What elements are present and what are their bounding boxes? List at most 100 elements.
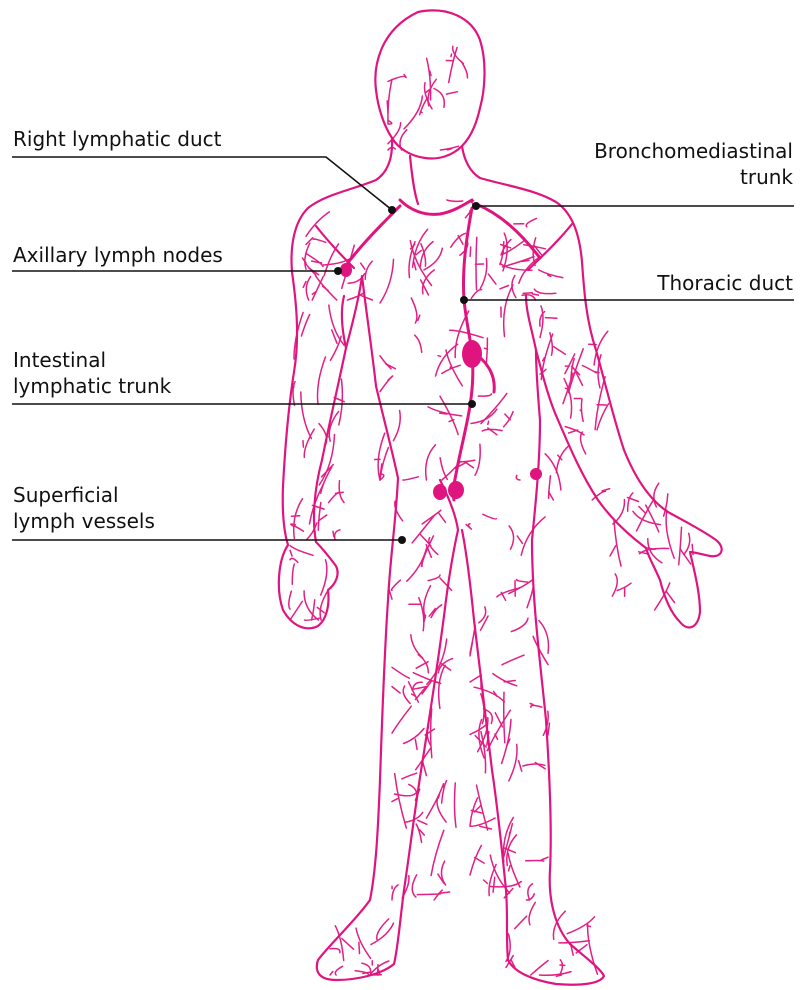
lymph-vessel — [392, 706, 411, 733]
lymph-vessel-branch — [378, 965, 379, 975]
dot-bronchomediastinal — [472, 202, 480, 210]
lymph-vessel — [365, 261, 372, 279]
lymph-vessel — [582, 366, 596, 373]
lymph-vessel — [417, 894, 440, 895]
lymph-vessel-branch — [458, 236, 463, 245]
lymph-vessel — [502, 240, 525, 254]
lymph-vessel — [426, 445, 436, 480]
dot-intestinal-trunk — [468, 400, 476, 408]
lymph-vessel — [434, 890, 442, 900]
iliac-node-right — [448, 481, 464, 499]
lymph-vessel — [318, 357, 326, 404]
lymph-vessel — [306, 254, 323, 267]
lymph-vessel — [380, 259, 394, 303]
lymph-vessel — [529, 902, 535, 924]
lymph-vessel — [612, 574, 617, 596]
lymph-vessel — [450, 330, 483, 338]
inner-right-arm — [526, 296, 536, 350]
lymph-vessel-branch — [416, 251, 421, 255]
lymph-vessel — [486, 338, 487, 366]
lymph-vessel — [409, 682, 419, 702]
lymph-vessel-branch — [610, 546, 616, 557]
lymph-vessel — [508, 854, 520, 887]
lymph-vessel — [434, 89, 444, 108]
lymph-vessel — [306, 277, 310, 300]
lymph-vessel — [666, 510, 674, 558]
lymph-vessel — [470, 676, 481, 682]
label-thoracic-duct-line-1: Thoracic duct — [657, 270, 793, 296]
label-thoracic-duct: Thoracic duct — [657, 270, 793, 296]
lymph-vessel — [424, 248, 442, 270]
lymph-vessel-branch — [569, 430, 578, 433]
lymph-vessel — [474, 687, 504, 702]
lymph-vessel — [526, 218, 536, 227]
lymph-vessel — [313, 239, 326, 242]
lymph-vessel — [306, 212, 329, 237]
iliac-node-left — [433, 484, 447, 500]
lymph-vessel-branch — [484, 880, 488, 884]
lymph-vessel — [412, 875, 416, 897]
lymph-vessel — [581, 432, 586, 454]
lymph-vessel-branch — [596, 372, 599, 373]
lymph-vessel — [439, 665, 445, 708]
lymph-vessel — [504, 285, 513, 337]
lymph-vessel-branch — [488, 274, 496, 284]
lymph-vessel-branch — [523, 293, 532, 294]
lymph-vessel — [415, 335, 422, 352]
lymph-vessel — [335, 966, 342, 975]
lymph-vessel — [388, 76, 406, 81]
lymph-vessel — [493, 674, 517, 686]
lymph-vessel — [502, 655, 524, 665]
lymph-vessel — [404, 729, 425, 744]
lymph-vessel-branch — [290, 550, 292, 556]
lymph-vessel — [567, 917, 594, 934]
main-ducts — [344, 200, 540, 500]
lymph-vessel — [290, 601, 302, 620]
lymph-vessel-branch — [312, 261, 322, 263]
lymph-vessel-branch — [470, 247, 471, 256]
lymph-vessel — [321, 560, 327, 595]
lymph-vessel-branch — [488, 421, 489, 424]
lymph-vessel — [330, 948, 340, 952]
lymph-vessel — [392, 667, 409, 678]
dot-right-lymphatic-duct — [388, 206, 396, 214]
lymph-vessel — [556, 445, 569, 472]
lymph-vessel — [431, 709, 432, 758]
lymph-vessel — [540, 972, 572, 976]
lymph-vessel — [497, 588, 520, 597]
lymph-vessel — [502, 720, 511, 764]
label-bronchomediastinal-trunk-line-2: trunk — [594, 164, 793, 190]
lymph-vessel-branch — [446, 92, 457, 94]
lymph-vessel — [416, 824, 421, 842]
lymph-vessel-branch — [392, 687, 400, 693]
lymph-vessel-branch — [480, 826, 492, 829]
lymph-vessel — [560, 960, 563, 975]
lymph-vessel — [393, 411, 400, 441]
lymph-vessel-branch — [548, 723, 550, 735]
label-axillary-lymph-nodes-line-1: Axillary lymph nodes — [13, 242, 223, 268]
inguinal-node — [530, 468, 542, 480]
lymph-vessel — [419, 598, 424, 631]
lymph-vessel-branch — [575, 370, 583, 385]
lymph-vessel — [403, 477, 418, 480]
lymph-vessel — [403, 686, 410, 703]
lymph-vessel — [292, 564, 294, 584]
lymph-vessel-branch — [451, 54, 452, 57]
lymph-vessel — [480, 259, 486, 289]
lymph-vessel-branch — [692, 544, 693, 554]
lymph-vessel-branch — [414, 262, 416, 270]
label-superficial-lymph-vessels: Superficial lymph vessels — [13, 482, 155, 534]
lymph-vessel — [294, 526, 303, 531]
lymph-vessel — [545, 454, 561, 490]
lymph-vessel — [428, 79, 436, 106]
lymph-vessel — [301, 392, 312, 439]
lymph-vessel-branch — [388, 376, 393, 380]
lymph-vessel — [421, 536, 433, 566]
label-bronchomediastinal-trunk: Bronchomediastinal trunk — [594, 138, 793, 190]
lymph-vessel-branch — [342, 939, 354, 950]
lymph-vessel-branch — [389, 590, 392, 599]
lymph-vessel — [531, 705, 542, 707]
lymph-vessel-branch — [415, 739, 417, 749]
lymph-vessel — [289, 591, 292, 609]
lymph-vessel-branch — [438, 356, 440, 357]
